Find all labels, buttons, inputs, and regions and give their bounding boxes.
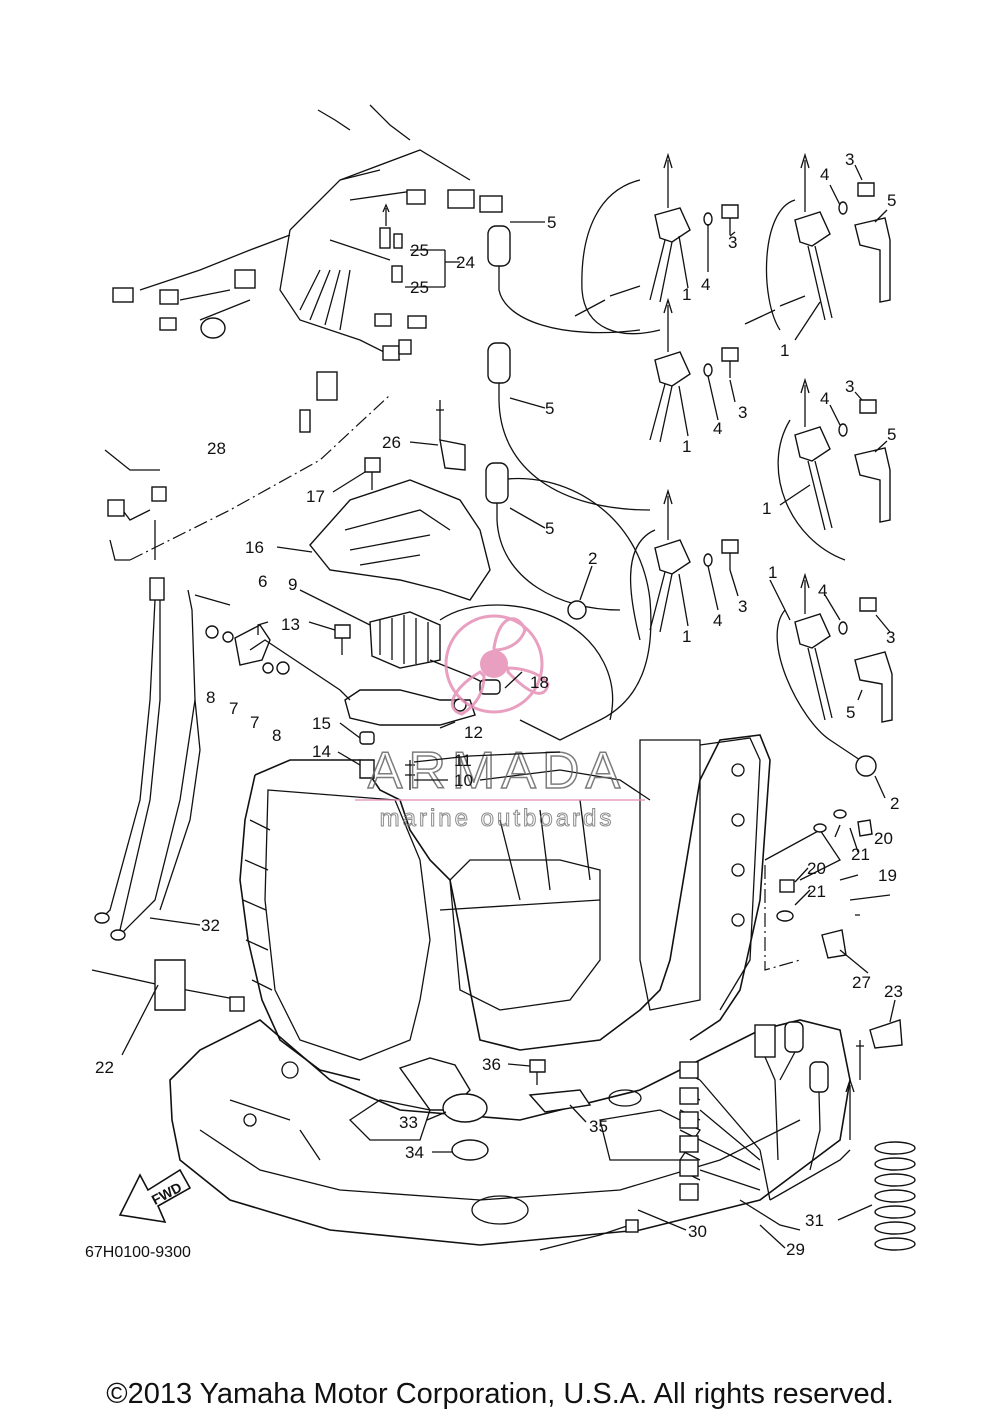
callout-24: 24 [456, 253, 475, 272]
callout-5: 5 [887, 191, 896, 210]
copyright-notice: ©2013 Yamaha Motor Corporation, U.S.A. A… [106, 1378, 894, 1410]
callout-3: 3 [728, 233, 737, 252]
cover-and-brackets [194, 400, 501, 790]
callout-6: 6 [258, 572, 267, 591]
diagram-code: 67H0100-9300 [85, 1244, 191, 1261]
callout-1: 1 [780, 341, 789, 360]
callout-23: 23 [884, 982, 903, 1001]
callout-12: 12 [464, 723, 483, 742]
callout-4: 4 [818, 581, 827, 600]
fwd-label: FWD [149, 1179, 185, 1208]
callout-18: 18 [530, 673, 549, 692]
callout-4: 4 [713, 611, 722, 630]
callout-11: 11 [454, 751, 472, 770]
battery-cables [94, 577, 201, 941]
engine-block [239, 477, 771, 1081]
right-side-parts [679, 809, 916, 1251]
callout-5: 5 [846, 703, 855, 722]
armada-watermark: ARMADA marine outboards [355, 614, 645, 833]
callout-36: 36 [482, 1055, 501, 1074]
callout-labels: 1 1 1 1 1 1 2 2 3 3 3 3 3 3 4 4 4 4 4 4 … [95, 150, 903, 1259]
ignition-coils [485, 152, 893, 777]
callout-15: 15 [312, 714, 331, 733]
callout-5: 5 [887, 425, 896, 444]
bottom-small-parts [398, 1057, 639, 1251]
callout-27: 27 [852, 973, 871, 992]
callout-3: 3 [738, 597, 747, 616]
callout-4: 4 [713, 419, 722, 438]
callout-7: 7 [229, 699, 238, 718]
callout-3: 3 [738, 403, 747, 422]
callout-5: 5 [545, 519, 554, 538]
callout-20: 20 [874, 829, 893, 848]
callout-7: 7 [250, 713, 259, 732]
callout-19: 19 [878, 866, 897, 885]
watermark-tagline: marine outboards [380, 805, 615, 832]
callout-16: 16 [245, 538, 264, 557]
callout-20: 20 [807, 859, 826, 878]
callout-31: 31 [805, 1211, 824, 1230]
callout-34: 34 [405, 1143, 424, 1162]
fwd-arrow: FWD [118, 1168, 192, 1224]
callout-1: 1 [682, 437, 691, 456]
callout-5: 5 [547, 213, 556, 232]
spring-31 [874, 1141, 916, 1251]
callout-35: 35 [589, 1117, 608, 1136]
leader-lines [121, 164, 896, 1249]
callout-8: 8 [206, 688, 215, 707]
callout-10: 10 [454, 771, 473, 790]
callout-3: 3 [845, 150, 854, 169]
callout-26: 26 [382, 433, 401, 452]
wiring-harness-28 [104, 394, 391, 561]
cable-tie-holder [91, 959, 245, 1012]
callout-25: 25 [410, 278, 429, 297]
callout-4: 4 [820, 389, 829, 408]
callout-17: 17 [306, 487, 325, 506]
callout-14: 14 [312, 742, 331, 761]
callout-21: 21 [807, 882, 826, 901]
callout-9: 9 [288, 575, 297, 594]
callout-3: 3 [886, 628, 895, 647]
callout-32: 32 [201, 916, 220, 935]
callout-25: 25 [410, 241, 429, 260]
callout-13: 13 [281, 615, 300, 634]
callout-4: 4 [701, 275, 710, 294]
callout-28: 28 [207, 439, 226, 458]
callout-2: 2 [588, 549, 597, 568]
wiring-harness-top [112, 104, 503, 401]
callout-29: 29 [786, 1240, 805, 1259]
callout-1: 1 [682, 627, 691, 646]
callout-1: 1 [762, 499, 771, 518]
callout-5: 5 [545, 399, 554, 418]
callout-8: 8 [272, 726, 281, 745]
callout-1: 1 [768, 563, 777, 582]
callout-22: 22 [95, 1058, 114, 1077]
callout-4: 4 [820, 165, 829, 184]
callout-33: 33 [399, 1113, 418, 1132]
watermark-brand: ARMADA [368, 742, 626, 800]
callout-21: 21 [851, 845, 870, 864]
callout-30: 30 [688, 1222, 707, 1241]
callout-3: 3 [845, 377, 854, 396]
bottom-cowling [169, 1019, 851, 1246]
callout-2: 2 [890, 794, 899, 813]
callout-1: 1 [682, 285, 691, 304]
